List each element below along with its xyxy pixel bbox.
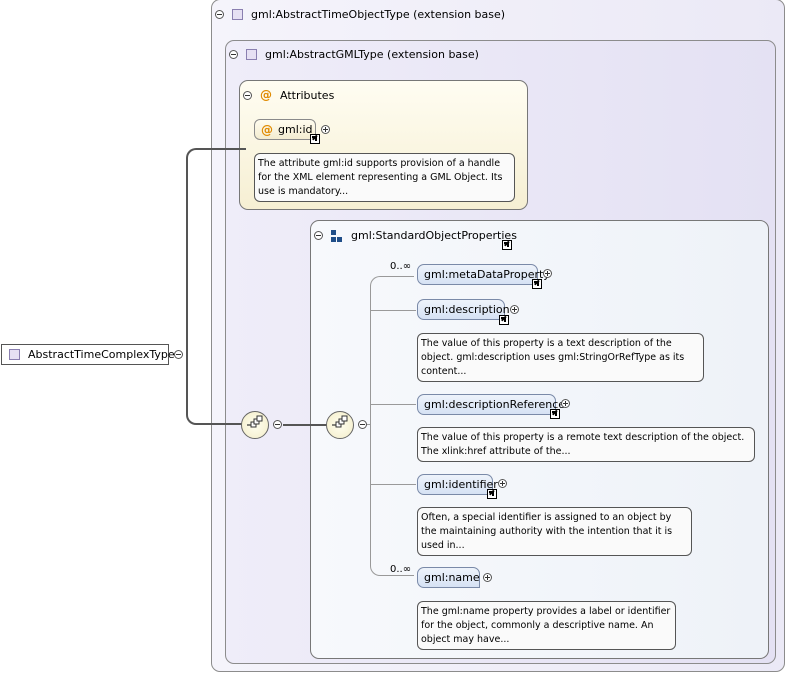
expand-icon[interactable]	[321, 125, 330, 134]
connector-line	[283, 424, 328, 426]
element-identifier-doc: Often, a special identifier is assigned …	[417, 507, 692, 556]
expand-icon[interactable]	[543, 269, 552, 278]
element-metadataproperty[interactable]: gml:metaDataProperty	[417, 264, 550, 285]
link-arrow-icon[interactable]	[310, 134, 320, 144]
standard-properties-header: gml:StandardObjectProperties	[314, 229, 517, 242]
gml-base-title: gml:AbstractGMLType (extension base)	[265, 48, 479, 61]
connector-line	[370, 484, 416, 485]
element-label: gml:descriptionReference	[424, 398, 566, 411]
type-icon	[246, 49, 257, 60]
time-object-base-header: gml:AbstractTimeObjectType (extension ba…	[215, 8, 505, 21]
collapse-icon[interactable]	[215, 10, 224, 19]
attribute-gml-id-label: gml:id	[278, 123, 313, 136]
attribute-gml-id[interactable]: @ gml:id	[254, 119, 316, 140]
element-name-doc: The gml:name property provides a label o…	[417, 601, 676, 650]
link-arrow-icon[interactable]	[502, 240, 512, 250]
sequence-compositor-icon[interactable]	[241, 411, 269, 439]
time-object-base-title: gml:AbstractTimeObjectType (extension ba…	[251, 8, 506, 21]
link-arrow-icon[interactable]	[499, 315, 509, 325]
group-icon	[331, 229, 343, 242]
attribute-icon: @	[261, 122, 273, 137]
element-identifier[interactable]: gml:identifier	[417, 474, 498, 495]
attribute-gml-id-doc: The attribute gml:id supports provision …	[254, 153, 515, 202]
standard-properties-title: gml:StandardObjectProperties	[351, 229, 517, 242]
expand-icon[interactable]	[561, 399, 570, 408]
gml-base-header: gml:AbstractGMLType (extension base)	[229, 48, 479, 61]
expand-icon[interactable]	[483, 573, 492, 582]
element-description-doc: The value of this property is a text des…	[417, 333, 704, 382]
collapse-icon[interactable]	[243, 90, 252, 100]
collapse-icon[interactable]	[358, 420, 367, 429]
connector-line	[370, 276, 414, 576]
attributes-header: @ Attributes	[243, 88, 334, 102]
connector-line	[186, 148, 246, 425]
link-arrow-icon[interactable]	[532, 279, 542, 289]
connector-line	[370, 310, 416, 311]
expand-icon[interactable]	[510, 305, 519, 314]
multiplicity-label: 0..∞	[390, 564, 412, 575]
link-arrow-icon[interactable]	[550, 409, 560, 419]
element-label: gml:name	[424, 571, 480, 584]
element-descriptionreference-doc: The value of this property is a remote t…	[417, 427, 755, 462]
element-name[interactable]: gml:name	[417, 567, 480, 588]
element-descriptionreference[interactable]: gml:descriptionReference	[417, 394, 565, 415]
connector-line	[366, 424, 370, 425]
type-icon	[232, 9, 243, 20]
element-label: gml:identifier	[424, 478, 498, 491]
element-label: gml:metaDataProperty	[424, 268, 550, 281]
root-element-label: AbstractTimeComplexType	[28, 348, 175, 361]
element-description[interactable]: gml:description	[417, 299, 510, 320]
attributes-title: Attributes	[280, 88, 335, 102]
element-label: gml:description	[424, 303, 510, 316]
type-icon	[9, 349, 20, 360]
expand-icon[interactable]	[498, 479, 507, 488]
multiplicity-label: 0..∞	[390, 261, 412, 272]
collapse-icon[interactable]	[314, 231, 323, 240]
collapse-icon[interactable]	[273, 420, 282, 429]
sequence-compositor-icon[interactable]	[326, 411, 354, 439]
link-arrow-icon[interactable]	[487, 489, 497, 499]
collapse-icon[interactable]	[229, 50, 238, 59]
attribute-icon: @	[260, 88, 272, 102]
collapse-icon[interactable]	[174, 350, 183, 359]
root-element[interactable]: AbstractTimeComplexType	[1, 344, 175, 365]
connector-line	[370, 404, 416, 405]
